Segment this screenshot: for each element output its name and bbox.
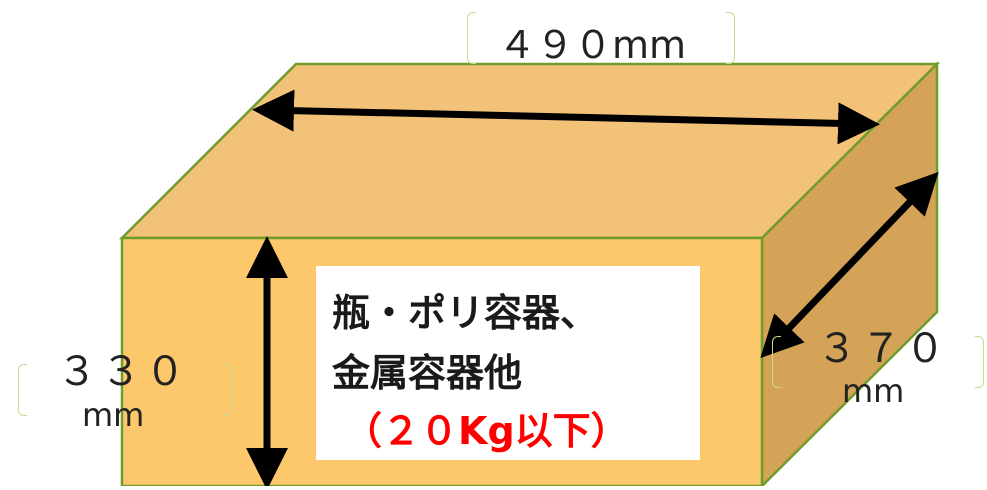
width-label: ４９０mm	[498, 23, 687, 67]
content-line-1: 瓶・ポリ容器、	[332, 291, 599, 335]
depth-unit: mm	[842, 372, 905, 410]
content-label: 瓶・ポリ容器、 金属容器他 （２０Kg以下）	[316, 266, 700, 460]
height-bracket-right	[223, 364, 232, 416]
height-label: ３３０	[57, 349, 189, 395]
depth-label: ３７０	[817, 326, 949, 372]
width-arrow	[252, 89, 880, 145]
width-bracket-right	[726, 12, 735, 64]
width-bracket-left	[467, 12, 476, 64]
height-unit: mm	[82, 396, 145, 434]
content-line-2: 金属容器他	[332, 351, 523, 395]
weight-limit: （２０Kg以下）	[344, 409, 629, 453]
depth-arrow	[760, 171, 939, 359]
depth-bracket-right	[975, 336, 984, 388]
depth-bracket-left	[772, 336, 781, 388]
height-bracket-left	[18, 364, 27, 416]
